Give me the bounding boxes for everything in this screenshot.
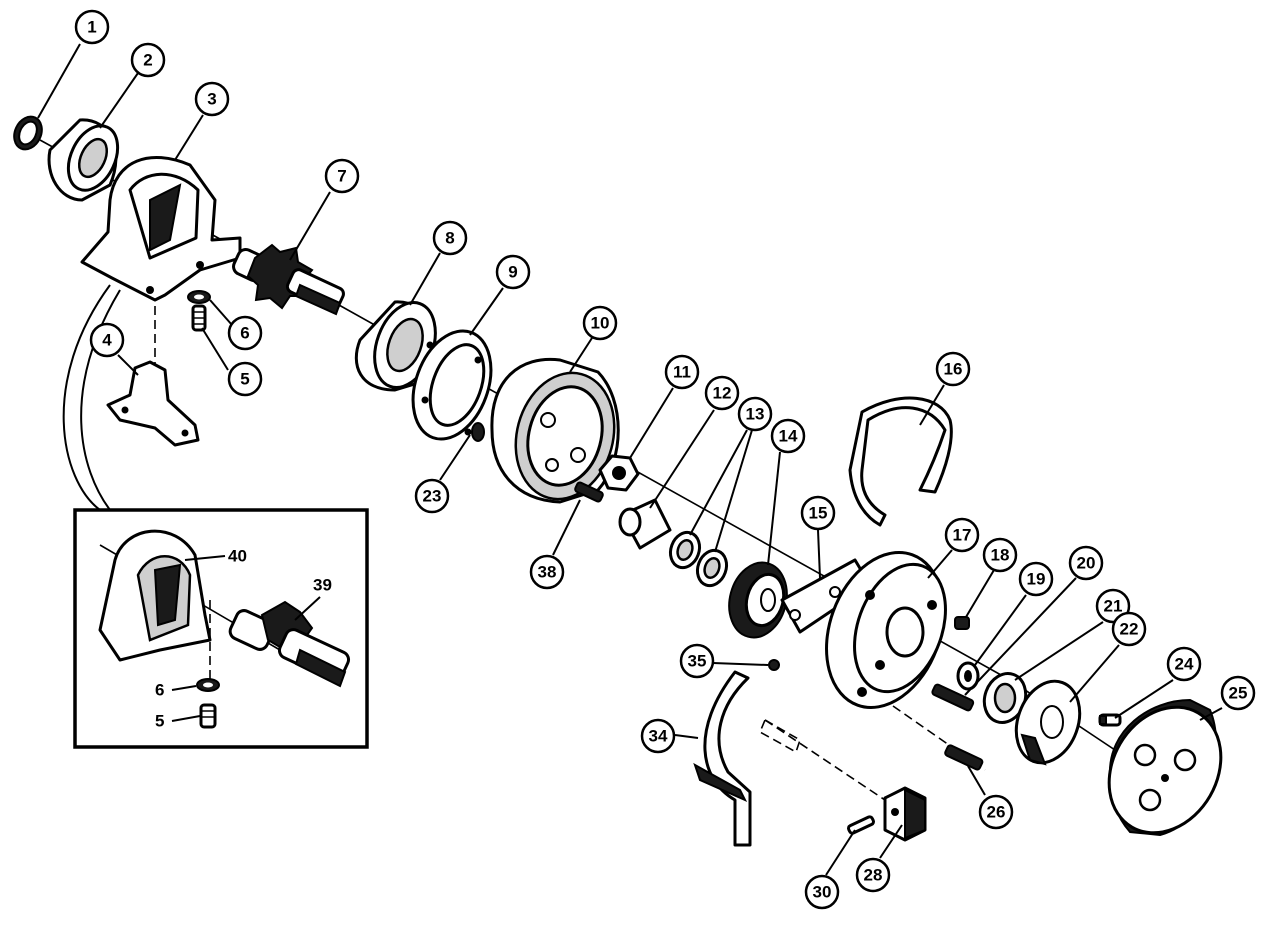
part-23-pin	[471, 422, 485, 442]
callout-12: 12	[704, 375, 740, 411]
svg-text:14: 14	[779, 427, 798, 446]
part-6-washer	[187, 290, 211, 304]
callout-34: 34	[640, 718, 676, 754]
part-4-lower-bracket	[106, 360, 200, 447]
inset-detail: 40 39 6 5	[62, 284, 369, 749]
leader-lines	[37, 43, 1223, 876]
svg-text:5: 5	[240, 370, 249, 389]
part-19-seal	[956, 661, 980, 691]
svg-text:13: 13	[746, 405, 765, 424]
svg-text:23: 23	[423, 487, 442, 506]
part-28-block	[883, 786, 927, 842]
part-22-cam-disk	[1014, 679, 1082, 766]
svg-text:24: 24	[1175, 655, 1194, 674]
part-7-sprocket-shaft	[232, 243, 345, 316]
callout-10: 10	[582, 305, 618, 341]
callout-26: 26	[978, 794, 1014, 830]
svg-text:21: 21	[1104, 597, 1123, 616]
part-8-bearing	[354, 300, 437, 392]
svg-text:1: 1	[87, 18, 96, 37]
callout-4: 4	[89, 322, 125, 358]
part-34-brake-shoe	[693, 670, 752, 847]
callout-16: 16	[935, 351, 971, 387]
svg-text:10: 10	[591, 314, 610, 333]
spring-outline	[758, 718, 801, 754]
svg-text:11: 11	[673, 363, 691, 382]
callout-18: 18	[982, 537, 1018, 573]
part-2-bearing	[47, 118, 120, 202]
part-11-nut	[598, 454, 640, 492]
part-30-pin	[847, 815, 875, 835]
callout-24: 24	[1166, 646, 1202, 682]
svg-text:4: 4	[102, 331, 112, 350]
inset-label-40: 40	[228, 547, 247, 566]
part-20-screw	[931, 683, 975, 712]
callout-30: 30	[804, 874, 840, 910]
svg-text:9: 9	[508, 263, 517, 282]
part-13-needle-bearing-b	[695, 548, 729, 588]
svg-text:38: 38	[538, 563, 557, 582]
inset-label-39: 39	[313, 576, 332, 595]
part-25-cap	[1107, 698, 1223, 837]
svg-text:26: 26	[987, 803, 1006, 822]
callout-20: 20	[1068, 545, 1104, 581]
callout-35: 35	[679, 643, 715, 679]
callout-2: 2	[130, 42, 166, 78]
callout-11: 11	[664, 354, 700, 390]
callout-5: 5	[227, 361, 263, 397]
svg-text:3: 3	[207, 90, 216, 109]
callout-9: 9	[495, 254, 531, 290]
svg-text:28: 28	[864, 866, 883, 885]
svg-text:7: 7	[337, 167, 346, 186]
callout-19: 19	[1018, 561, 1054, 597]
part-38-screw	[574, 481, 604, 503]
inset-label-6: 6	[155, 681, 164, 700]
inset-label-5: 5	[155, 712, 164, 731]
callout-28: 28	[855, 857, 891, 893]
part-17-end-plate	[825, 551, 947, 709]
callout-13: 13	[737, 396, 773, 432]
callout-25: 25	[1220, 675, 1256, 711]
svg-text:8: 8	[445, 229, 454, 248]
callout-17: 17	[944, 517, 980, 553]
callout-7: 7	[324, 158, 360, 194]
svg-text:18: 18	[991, 546, 1010, 565]
svg-text:17: 17	[953, 526, 972, 545]
svg-text:19: 19	[1027, 570, 1046, 589]
callouts: 1 2 3 4 5 6 7 8	[74, 9, 1256, 910]
callout-8: 8	[432, 220, 468, 256]
callout-22: 22	[1111, 611, 1147, 647]
svg-text:2: 2	[143, 51, 152, 70]
part-24-screw	[1098, 713, 1122, 727]
part-1-snap-ring	[13, 115, 43, 151]
callout-6: 6	[227, 315, 263, 351]
svg-text:15: 15	[809, 504, 828, 523]
svg-text:16: 16	[944, 360, 963, 379]
svg-text:30: 30	[813, 883, 832, 902]
svg-text:6: 6	[240, 324, 249, 343]
part-18-set-screw	[954, 616, 970, 630]
part-35-ball	[768, 659, 780, 671]
svg-text:22: 22	[1120, 620, 1139, 639]
callout-23: 23	[414, 478, 450, 514]
part-26-screw	[944, 744, 984, 771]
part-12-bushing	[618, 498, 672, 550]
svg-text:34: 34	[649, 727, 668, 746]
part-10-ring-gear	[490, 357, 620, 504]
svg-text:12: 12	[713, 384, 732, 403]
callout-14: 14	[770, 418, 806, 454]
part-9-flange-ring	[411, 329, 493, 441]
svg-text:20: 20	[1077, 554, 1096, 573]
callout-1: 1	[74, 9, 110, 45]
part-3-bracket-housing	[80, 156, 242, 302]
callout-38: 38	[529, 554, 565, 590]
part-5-screw	[191, 304, 207, 332]
callout-15: 15	[800, 495, 836, 531]
callout-3: 3	[194, 81, 230, 117]
part-16-brake-band	[848, 396, 953, 527]
svg-text:35: 35	[688, 652, 707, 671]
svg-text:25: 25	[1229, 684, 1248, 703]
